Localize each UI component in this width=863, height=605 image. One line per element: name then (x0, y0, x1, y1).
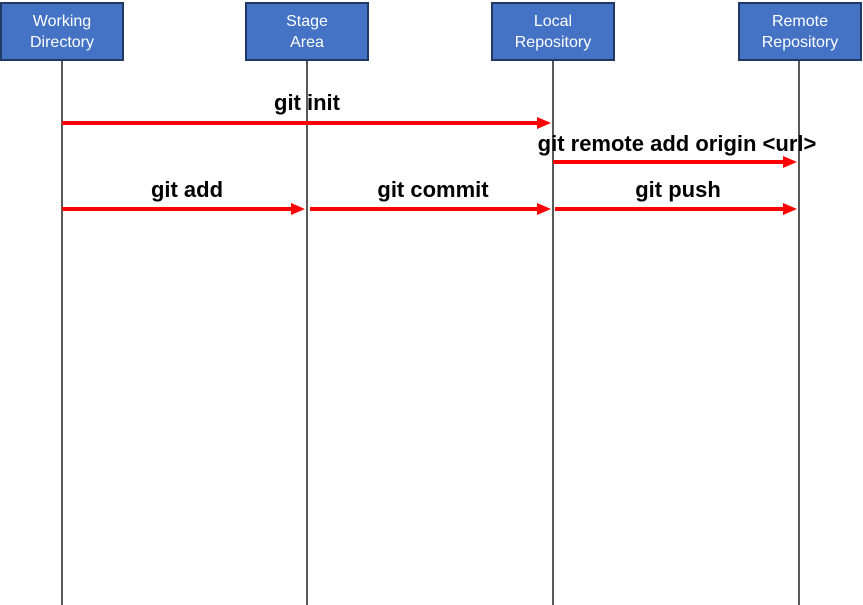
actor-box-stage-area: Stage Area (245, 2, 369, 61)
arrow-git-add (62, 207, 292, 211)
message-label-git-commit: git commit (377, 177, 489, 202)
actor-label-remote-repository: Remote Repository (761, 12, 839, 51)
message-label-git-remote-add-origin: git remote add origin <url> (537, 131, 817, 156)
arrow-git-remote-add-origin (553, 160, 784, 164)
actor-box-working-directory: Working Directory (0, 2, 124, 61)
lifeline-remote-repository (798, 61, 800, 605)
message-label-git-add: git add (150, 177, 224, 202)
lifeline-stage-area (306, 61, 308, 605)
message-label-git-push: git push (635, 177, 721, 202)
actor-label-working-directory: Working Directory (29, 12, 94, 51)
arrow-git-commit (310, 207, 538, 211)
actor-label-local-repository: Local Repository (514, 12, 592, 51)
actor-label-stage-area: Stage Area (286, 12, 328, 51)
arrow-git-push (555, 207, 784, 211)
lifeline-local-repository (552, 61, 554, 605)
message-label-git-init: git init (274, 90, 340, 115)
actor-box-local-repository: Local Repository (491, 2, 615, 61)
actor-box-remote-repository: Remote Repository (738, 2, 862, 61)
arrow-git-init (62, 121, 538, 125)
lifeline-working-directory (61, 61, 63, 605)
